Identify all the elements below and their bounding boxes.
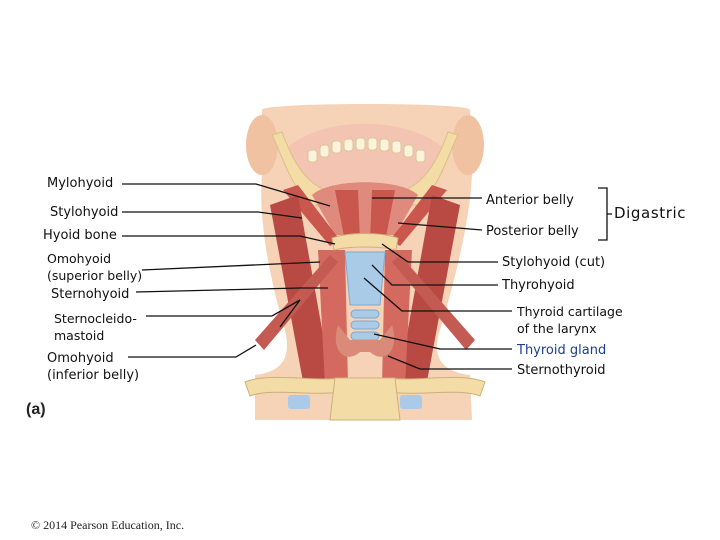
- leader-sternohyoid: [135, 287, 328, 293]
- leader-posterior-belly: [397, 222, 483, 231]
- digastric-anterior-belly-right: [370, 190, 395, 242]
- leader-sternocleidomastoid: [146, 299, 301, 328]
- leader-sternothyroid: [387, 355, 512, 370]
- label-stylohyoid-cut: Stylohyoid (cut): [502, 255, 606, 270]
- digastric-anterior-belly-left: [335, 190, 360, 242]
- label-thyroid-cartilage: Thyroid cartilage of the larynx: [517, 303, 623, 337]
- lower-teeth: [307, 137, 426, 163]
- label-sternocleidomastoid: Sternocleido- mastoid: [54, 310, 137, 344]
- label-omohyoid-inferior-line2: (inferior belly): [47, 368, 140, 383]
- tracheal-rings: [350, 309, 380, 341]
- leader-lines: [122, 183, 612, 370]
- leader-omohyoid-superior: [141, 261, 321, 271]
- leader-thyrohyoid: [371, 264, 498, 286]
- omohyoid-right: [392, 255, 475, 350]
- label-stylohyoid: Stylohyoid: [50, 205, 119, 220]
- left-ear: [246, 115, 278, 175]
- costal-cartilage-left: [288, 395, 310, 409]
- label-omohyoid-inferior: Omohyoid (inferior belly): [47, 350, 139, 384]
- label-hyoid-bone: Hyoid bone: [43, 228, 117, 243]
- label-thyroid-cartilage-line2: of the larynx: [517, 321, 597, 336]
- label-sternothyroid: Sternothyroid: [517, 363, 606, 378]
- label-posterior-belly: Posterior belly: [486, 224, 579, 239]
- thyroid-gland-shape: [335, 325, 395, 357]
- hyoid-bone: [331, 233, 399, 251]
- leader-stylohyoid-cut: [381, 243, 498, 263]
- label-sternocleidomastoid-line1: Sternocleido-: [54, 311, 137, 326]
- copyright-notice: © 2014 Pearson Education, Inc.: [31, 518, 185, 532]
- label-digastric: Digastric: [614, 204, 687, 222]
- label-sternohyoid: Sternohyoid: [51, 287, 130, 302]
- right-ear: [452, 115, 484, 175]
- digastric-bracket: [598, 187, 608, 241]
- label-thyroid-cartilage-line1: Thyroid cartilage: [517, 304, 623, 319]
- leader-thyroid-gland: [373, 333, 512, 350]
- label-sternocleidomastoid-line2: mastoid: [54, 328, 105, 343]
- label-mylohyoid: Mylohyoid: [47, 176, 114, 191]
- leader-mylohyoid: [122, 183, 331, 207]
- label-omohyoid-superior-line1: Omohyoid: [47, 251, 112, 266]
- label-thyrohyoid: Thyrohyoid: [502, 278, 575, 293]
- leader-omohyoid-inferior: [128, 344, 257, 358]
- costal-cartilage-right: [400, 395, 422, 409]
- manubrium: [329, 377, 401, 421]
- figure-panel-tag: (a): [26, 401, 46, 418]
- leader-hyoid-bone: [122, 235, 336, 245]
- label-thyroid-gland: Thyroid gland: [517, 343, 607, 358]
- leader-thyroid-cartilage: [363, 277, 512, 312]
- label-anterior-belly: Anterior belly: [486, 193, 574, 208]
- label-omohyoid-superior-line2: (superior belly): [47, 268, 143, 283]
- leader-stylohyoid: [122, 211, 303, 219]
- label-omohyoid-superior: Omohyoid (superior belly): [47, 250, 142, 284]
- label-omohyoid-inferior-line1: Omohyoid: [47, 351, 114, 366]
